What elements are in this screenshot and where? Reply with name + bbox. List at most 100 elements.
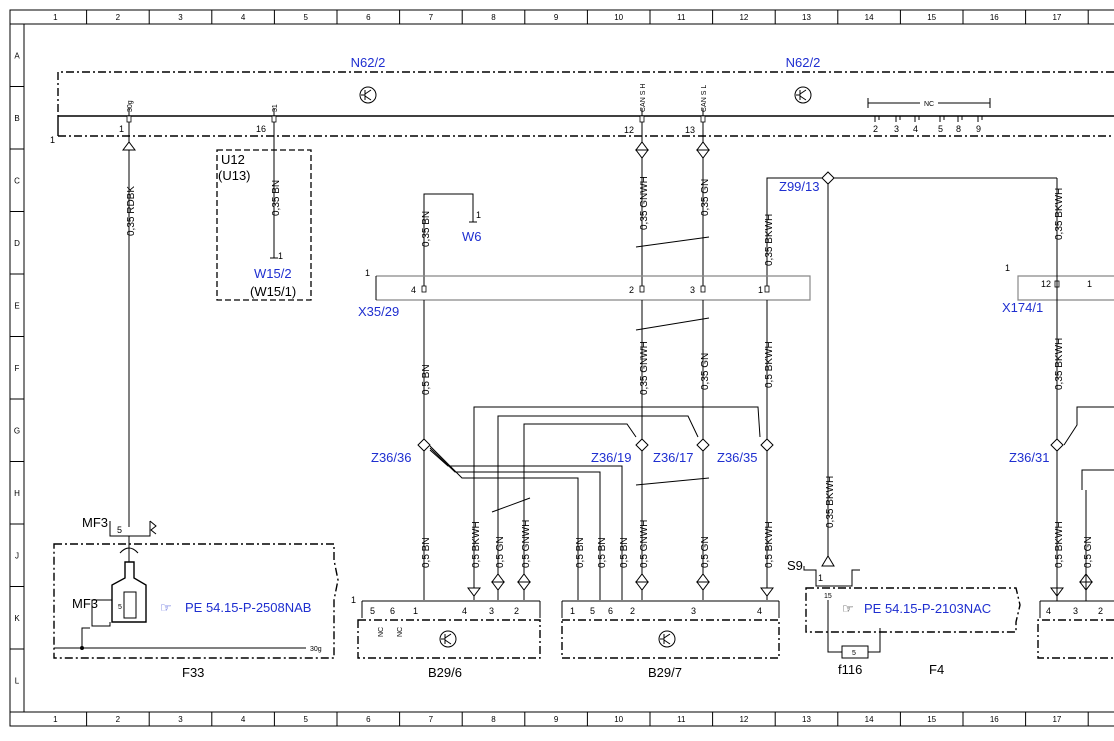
reference-link[interactable]: PE 54.15-P-2103NAC <box>864 601 991 616</box>
row-letter: E <box>14 301 19 310</box>
w15-2-label: W15/2 <box>254 266 292 281</box>
column-number: 2 <box>116 13 121 22</box>
row-letter: C <box>14 176 20 185</box>
connector-double-arrow <box>491 573 505 591</box>
column-number: 15 <box>927 13 936 22</box>
reference-link[interactable]: PE 54.15-P-2508NAB <box>185 600 311 615</box>
pin-number: 5 <box>590 606 595 616</box>
z36-17-label: Z36/17 <box>653 450 693 465</box>
pin-number: 4 <box>1046 606 1051 616</box>
transistor-icon <box>658 630 676 648</box>
column-number: 17 <box>1052 715 1061 724</box>
b29-6-label: B29/6 <box>428 665 462 680</box>
w15-1-label: (W15/1) <box>250 284 296 299</box>
column-number: 7 <box>429 715 434 724</box>
row-letter: J <box>15 551 19 560</box>
row-letter: K <box>14 614 20 623</box>
pin-stub <box>914 116 920 122</box>
nc-label: NC <box>397 627 404 637</box>
pin-30g: 30g <box>127 100 134 112</box>
pin-number: 1 <box>818 573 823 583</box>
pin-number: 1 <box>476 210 481 220</box>
x174-1-label: X174/1 <box>1002 300 1043 315</box>
wire-label: 0,35 BKWH <box>1054 188 1065 240</box>
x35-29-connector: 4 2 3 1 1 X35/29 <box>358 268 811 319</box>
wire-label: 0,35 BKWH <box>1054 338 1065 390</box>
column-number: 5 <box>303 715 308 724</box>
u12-label: U12 <box>221 152 245 167</box>
pin-number: 3 <box>489 606 494 616</box>
pin-number: 1 <box>413 606 418 616</box>
x35-29-label: X35/29 <box>358 304 399 319</box>
row-letter: F <box>15 364 20 373</box>
column-number: 3 <box>178 13 183 22</box>
pin-number: 3 <box>690 285 695 295</box>
wire-label: 0,35 BN <box>421 211 432 247</box>
column-number: 6 <box>366 13 371 22</box>
wire-label: 0,5 BN <box>421 364 432 395</box>
wire-label: 0,35 BN <box>271 180 282 216</box>
frame-outer <box>9 9 1114 727</box>
column-number: 16 <box>990 13 999 22</box>
pin-number: 5 <box>852 650 856 657</box>
pin-number: 15 <box>824 593 832 600</box>
column-number: 10 <box>614 13 623 22</box>
pin-number: 5 <box>117 525 122 535</box>
column-number: 17 <box>1052 13 1061 22</box>
column-number: 9 <box>554 13 559 22</box>
f33-label: F33 <box>182 665 204 680</box>
transistor-icon <box>794 86 812 104</box>
column-number: 12 <box>739 715 748 724</box>
row-letter: B <box>14 114 19 123</box>
nc-label: NC <box>924 101 934 108</box>
wire-label: 0,5 GNWH <box>639 520 650 568</box>
wire-label: 0,35 GN <box>700 353 711 390</box>
column-number: 13 <box>802 715 811 724</box>
column-number: 7 <box>429 13 434 22</box>
pin-number: 2 <box>1098 606 1103 616</box>
pin-number: 6 <box>390 606 395 616</box>
pin-number: 4 <box>913 124 918 134</box>
wire-label: 0,5 BKWH <box>764 521 775 568</box>
row-letter: H <box>14 489 20 498</box>
column-number: 13 <box>802 13 811 22</box>
column-number: 3 <box>178 715 183 724</box>
wire-label: 0,35 GNWH <box>639 341 650 395</box>
wire-label: 0,5 BN <box>597 537 608 568</box>
column-number: 4 <box>241 715 246 724</box>
wire-label: 0,5 GN <box>700 536 711 568</box>
wire-label: 0,35 BKWH <box>764 214 775 266</box>
n62-label-left: N62/2 <box>351 55 386 70</box>
pin-number: 4 <box>462 606 467 616</box>
pin-number: 2 <box>630 606 635 616</box>
f33-component: MF3 MF3 5 5 30g ☞ PE 54.15-P-2508NAB F33 <box>53 515 339 680</box>
pin-number: 4 <box>757 606 762 616</box>
column-number: 15 <box>927 715 936 724</box>
u12-component: U12 (U13) 0,35 BN 1 W15/2 (W15/1) <box>216 124 312 301</box>
pin-number: 8 <box>956 124 961 134</box>
pin-number: 1 <box>365 268 370 278</box>
column-number: 4 <box>241 13 246 22</box>
pin-stub <box>874 116 880 122</box>
transistor-icon <box>359 86 377 104</box>
u13-label: (U13) <box>218 168 251 183</box>
wire-label: 0,5 BKWH <box>1054 521 1065 568</box>
column-number: 1 <box>53 715 58 724</box>
row-letter: L <box>15 676 20 685</box>
z99-13-label: Z99/13 <box>779 179 819 194</box>
mf3-label-low: MF3 <box>72 596 98 611</box>
f116-label: f116 <box>838 662 862 677</box>
row-letter: A <box>14 51 20 60</box>
z99-13-junction: Z99/13 0,35 BKWH <box>764 171 1057 560</box>
pin-31: 31 <box>272 104 279 112</box>
pin-number: 5 <box>118 604 122 611</box>
wire-label: 0,5 GNWH <box>521 520 532 568</box>
wire-label: 0,5 BKWH <box>471 521 482 568</box>
